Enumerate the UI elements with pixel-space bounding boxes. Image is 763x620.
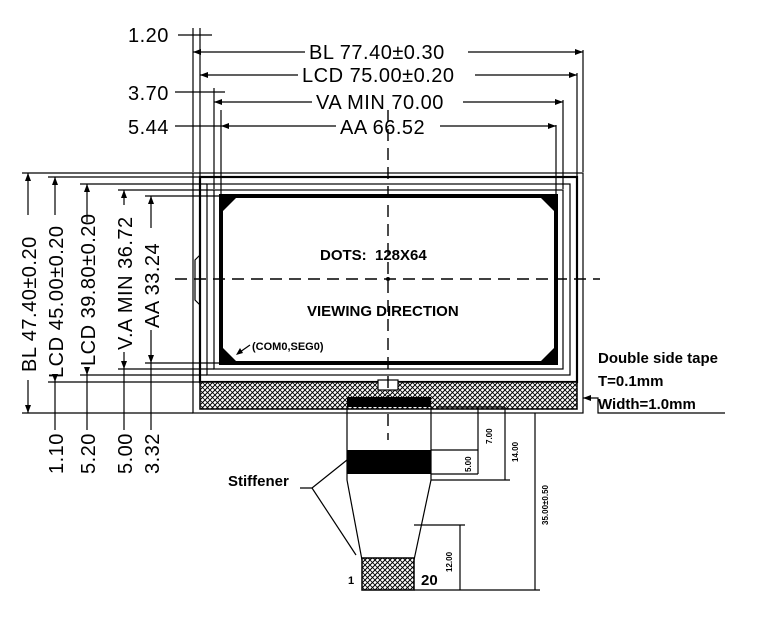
dim-lcd-39-8: LCD 39.80±0.20 <box>78 213 100 366</box>
dim-5-20: 5.20 <box>78 433 100 474</box>
stiffener-band <box>347 450 431 474</box>
dim-va-width: VA MIN 70.00 <box>316 92 444 114</box>
dim-5-00-fpc: 5.00 <box>464 456 473 472</box>
glass-outline <box>206 183 571 376</box>
corner-mark-tr <box>541 198 554 211</box>
dim-aa-width: AA 66.52 <box>340 117 425 139</box>
tape-callout: Double side tape T=0.1mm Width=1.0mm <box>583 350 725 414</box>
corner-mark-br <box>541 348 554 361</box>
dim-35-00: 35.00±0.50 <box>541 484 550 525</box>
dim-bl-height: BL 47.40±0.20 <box>19 236 41 372</box>
dim-1-10: 1.10 <box>46 433 68 474</box>
dim-3-32: 3.32 <box>142 433 164 474</box>
dim-5-00-left: 5.00 <box>115 433 137 474</box>
dim-bl-width: BL 77.40±0.30 <box>309 42 445 64</box>
dots-label: DOTS: 128X64 <box>320 247 427 264</box>
pin-1-label: 1 <box>348 575 354 587</box>
pin-20-label: 20 <box>421 572 438 589</box>
dim-lcd-45: LCD 45.00±0.20 <box>46 225 68 378</box>
fpc-cable: Stiffener 1 20 7.00 14.00 5.00 35.00±0.5… <box>228 406 550 591</box>
dim-14-00: 14.00 <box>511 441 520 462</box>
com-seg-label: (COM0,SEG0) <box>252 341 324 353</box>
corner-mark-bl <box>223 348 236 361</box>
fpc-contact-pad <box>361 557 415 591</box>
dim-12-00: 12.00 <box>445 551 454 572</box>
tape-label-1: Double side tape <box>598 350 718 367</box>
dim-va-height: V.A MIN 36.72 <box>115 216 137 350</box>
center-mark <box>386 277 390 281</box>
tape-label-3: Width=1.0mm <box>598 396 696 413</box>
dim-lcd-width: LCD 75.00±0.20 <box>302 65 455 87</box>
dim-5-44: 5.44 <box>128 117 169 139</box>
top-dimensions: 1.20 BL 77.40±0.30 LCD 75.00±0.20 3.70 V… <box>128 25 584 195</box>
stiffener-label: Stiffener <box>228 473 289 490</box>
tape-label-2: T=0.1mm <box>598 373 663 390</box>
viewing-direction-label: VIEWING DIRECTION <box>307 303 459 320</box>
dim-aa-height: AA 33.24 <box>142 243 164 328</box>
dim-3-70: 3.70 <box>128 83 169 105</box>
dim-1-20: 1.20 <box>128 25 169 47</box>
fpc-joint <box>347 397 431 407</box>
side-notch <box>194 254 201 306</box>
corner-mark-tl <box>223 198 236 211</box>
dim-7-00: 7.00 <box>485 428 494 444</box>
left-dimensions: BL 47.40±0.20 LCD 45.00±0.20 LCD 39.80±0… <box>19 172 221 474</box>
